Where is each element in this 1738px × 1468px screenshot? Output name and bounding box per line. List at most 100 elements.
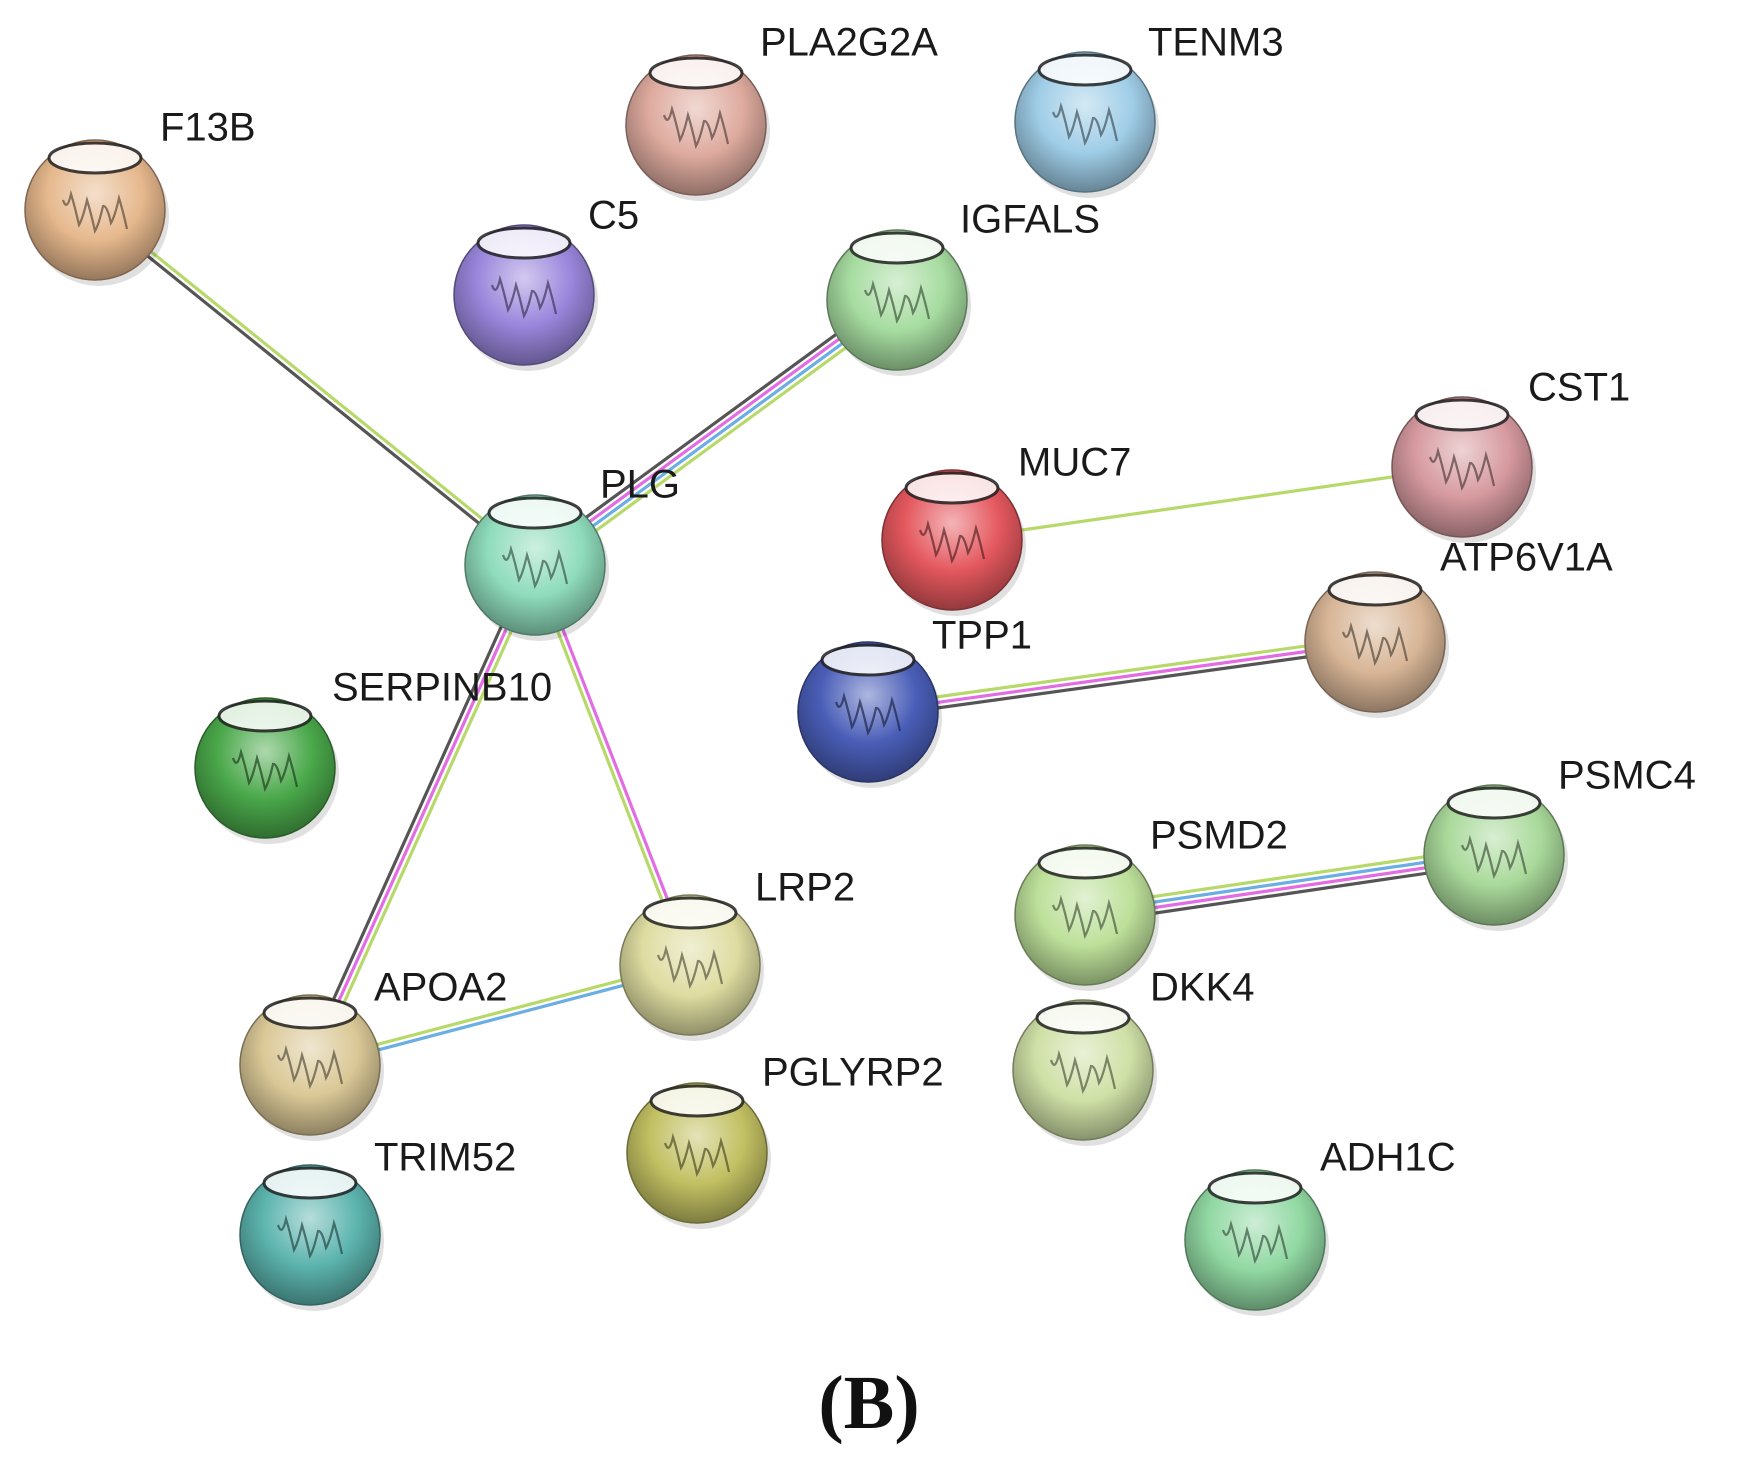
edge-evidence-line (950, 465, 1464, 542)
node-sphere[interactable] (239, 994, 381, 1136)
node-psmd2[interactable]: PSMD2 (1014, 814, 1288, 991)
protein-structure-icon (1428, 446, 1496, 492)
node-label: ADH1C (1320, 1136, 1456, 1180)
node-label: APOA2 (374, 966, 507, 1010)
node-sphere[interactable] (619, 894, 761, 1036)
edge-evidence-line (308, 563, 537, 1067)
node-label: PSMD2 (1150, 814, 1288, 858)
node-tpp1[interactable]: TPP1 (797, 614, 1032, 788)
edge-evidence-line (538, 305, 904, 574)
edge-evidence-line (91, 210, 535, 569)
node-pglyrp2[interactable]: PGLYRP2 (626, 1051, 944, 1229)
node-sphere[interactable] (1012, 999, 1154, 1141)
node-highlight (1035, 1001, 1131, 1035)
edge-evidence-line (95, 206, 539, 565)
node-highlight (648, 56, 744, 90)
node-sphere[interactable] (625, 54, 767, 196)
protein-structure-icon (1341, 621, 1409, 667)
node-sphere[interactable] (1304, 571, 1446, 713)
edge-evidence-line (530, 564, 690, 968)
edge-plg-apoa2 (303, 561, 542, 1069)
node-highlight (1327, 573, 1423, 607)
node-pla2g2a[interactable]: PLA2G2A (625, 21, 938, 201)
node-sphere[interactable] (1391, 396, 1533, 538)
node-trim52[interactable]: TRIM52 (239, 1136, 516, 1311)
node-highlight (1207, 1171, 1303, 1205)
edges-layer (91, 206, 1497, 1070)
node-dkk4[interactable]: DKK4 (1012, 966, 1255, 1146)
node-serpinb10[interactable]: SERPINB10 (194, 666, 552, 844)
node-label: LRP2 (755, 866, 855, 910)
node-sphere[interactable] (464, 494, 606, 636)
node-label: PGLYRP2 (762, 1051, 944, 1095)
node-highlight (649, 1084, 745, 1118)
node-label: DKK4 (1150, 966, 1255, 1010)
node-sphere[interactable] (1014, 844, 1156, 986)
node-sphere[interactable] (797, 641, 939, 783)
protein-structure-icon (918, 519, 986, 565)
node-label: IGFALS (960, 198, 1100, 242)
protein-structure-icon (1051, 894, 1119, 940)
node-highlight (1037, 846, 1133, 880)
node-sphere[interactable] (1184, 1169, 1326, 1311)
node-highlight (1037, 53, 1133, 87)
edge-evidence-line (313, 565, 542, 1069)
node-plg[interactable]: PLG (464, 463, 680, 641)
node-highlight (1414, 398, 1510, 432)
node-igfals[interactable]: IGFALS (826, 198, 1100, 376)
node-muc7[interactable]: MUC7 (881, 441, 1131, 616)
node-tenm3[interactable]: TENM3 (1014, 21, 1284, 198)
node-highlight (47, 141, 143, 175)
node-label: C5 (588, 194, 639, 238)
node-apoa2[interactable]: APOA2 (239, 966, 507, 1141)
edge-plg-lrp2 (530, 562, 695, 968)
node-highlight (217, 699, 313, 733)
edge-tpp1-atp6v1a (865, 634, 1378, 720)
protein-structure-icon (663, 1132, 731, 1178)
node-adh1c[interactable]: ADH1C (1184, 1136, 1456, 1316)
node-c5[interactable]: C5 (453, 194, 639, 371)
node-highlight (820, 643, 916, 677)
node-f13b[interactable]: F13B (24, 106, 256, 286)
protein-structure-icon (501, 544, 569, 590)
protein-structure-icon (1049, 1049, 1117, 1095)
node-highlight (487, 496, 583, 530)
node-lrp2[interactable]: LRP2 (619, 866, 855, 1041)
node-label: ATP6V1A (1440, 536, 1613, 580)
node-highlight (849, 231, 945, 265)
node-highlight (476, 226, 572, 260)
node-label: PLG (600, 463, 680, 507)
edge-evidence-line (866, 640, 1377, 714)
node-sphere[interactable] (1423, 784, 1565, 926)
node-sphere[interactable] (881, 469, 1023, 611)
node-label: TPP1 (932, 614, 1032, 658)
protein-structure-icon (863, 279, 931, 325)
node-highlight (262, 1166, 358, 1200)
node-sphere[interactable] (239, 1164, 381, 1306)
node-label: F13B (160, 106, 256, 150)
node-sphere[interactable] (826, 229, 968, 371)
node-sphere[interactable] (24, 139, 166, 281)
node-label: PSMC4 (1558, 754, 1696, 798)
node-sphere[interactable] (453, 224, 595, 366)
node-sphere[interactable] (1014, 51, 1156, 193)
node-atp6v1a[interactable]: ATP6V1A (1304, 536, 1613, 718)
edge-f13b-plg (91, 206, 539, 569)
protein-structure-icon (276, 1044, 344, 1090)
protein-structure-icon (61, 189, 129, 235)
node-psmc4[interactable]: PSMC4 (1423, 754, 1696, 931)
node-highlight (642, 896, 738, 930)
node-cst1[interactable]: CST1 (1391, 366, 1630, 543)
edge-evidence-line (865, 634, 1376, 709)
panel-label: (B) (818, 1361, 920, 1445)
node-label: PLA2G2A (760, 21, 938, 65)
node-sphere[interactable] (194, 697, 336, 839)
node-highlight (904, 471, 1000, 505)
node-highlight (262, 996, 358, 1030)
node-label: MUC7 (1018, 441, 1131, 485)
protein-structure-icon (834, 691, 902, 737)
node-label: CST1 (1528, 366, 1630, 410)
node-sphere[interactable] (626, 1082, 768, 1224)
